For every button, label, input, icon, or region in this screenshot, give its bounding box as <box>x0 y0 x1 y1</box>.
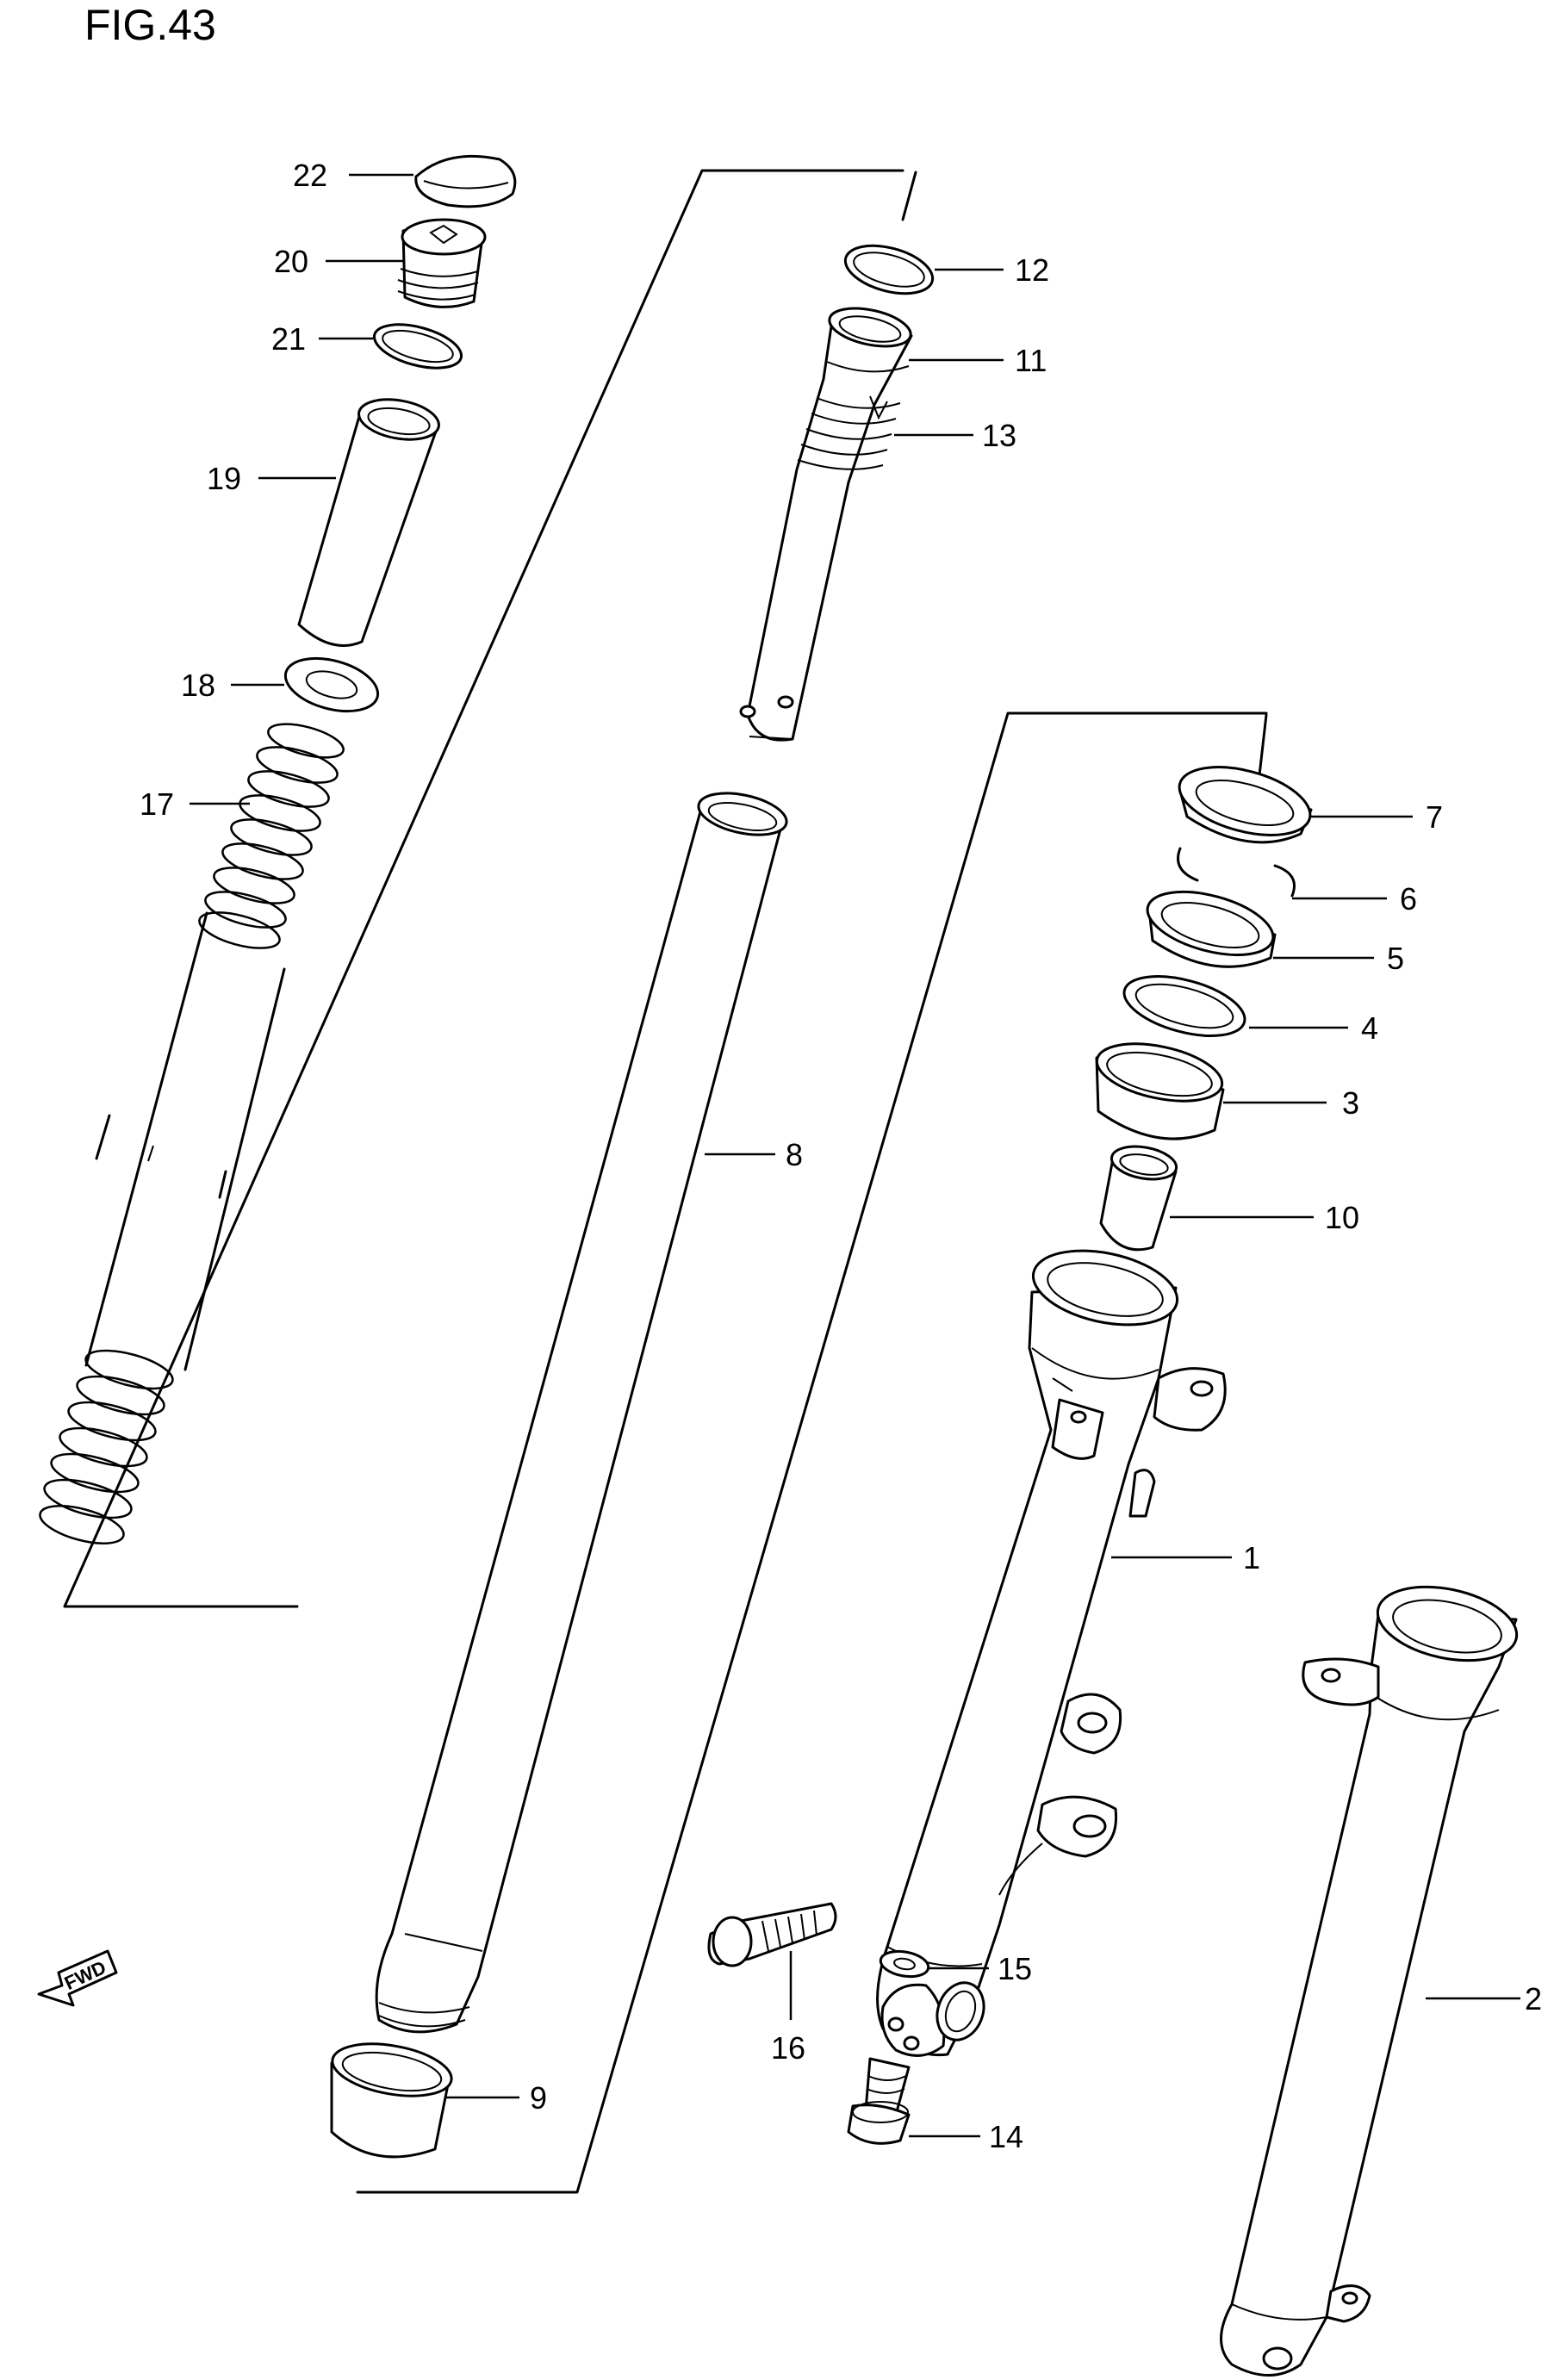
leader-lines <box>190 173 1520 2138</box>
part-16-bolt <box>707 1902 837 1967</box>
callout-20: 20 <box>274 244 308 279</box>
callout-19: 19 <box>207 461 241 496</box>
callouts: 22 20 21 19 18 17 12 11 13 7 6 5 4 3 10 … <box>140 158 1542 2154</box>
part-7-dust-seal <box>1178 766 1313 844</box>
callout-8: 8 <box>786 1137 803 1172</box>
part-4-washer <box>1122 975 1246 1037</box>
middle-bracket-frame <box>356 712 1268 2194</box>
part-11-13-damper-rod <box>739 307 913 742</box>
callout-7: 7 <box>1426 799 1443 835</box>
part-18-washer <box>283 656 380 713</box>
callout-13: 13 <box>982 418 1016 453</box>
callout-3: 3 <box>1342 1085 1359 1121</box>
part-19-spacer-tube <box>297 398 440 647</box>
callout-15: 15 <box>998 1951 1032 1986</box>
callout-12: 12 <box>1015 252 1049 288</box>
part-22-cap <box>414 154 517 208</box>
callout-16: 16 <box>771 2030 805 2066</box>
part-8-inner-tube <box>375 792 788 2034</box>
callout-10: 10 <box>1325 1200 1359 1235</box>
callout-1: 1 <box>1243 1540 1260 1575</box>
part-6-stopper-ring <box>1177 847 1296 898</box>
part-3-guide-bushing <box>1095 1042 1225 1140</box>
callout-17: 17 <box>140 786 174 822</box>
part-21-oring <box>372 323 463 370</box>
callout-6: 6 <box>1400 881 1417 917</box>
callout-14: 14 <box>989 2119 1023 2154</box>
part-10-oil-lock-piece <box>1099 1145 1178 1252</box>
part-5-oil-seal <box>1146 891 1277 968</box>
callout-2: 2 <box>1525 1981 1542 2016</box>
callout-21: 21 <box>271 321 306 357</box>
callout-5: 5 <box>1387 941 1404 976</box>
part-9-bushing <box>330 2042 453 2159</box>
part-2-outer-tube <box>1220 1585 1519 2377</box>
left-bracket-frame <box>63 169 917 1608</box>
part-1-outer-tube <box>876 1249 1227 2057</box>
callout-9: 9 <box>530 2080 547 2116</box>
fwd-arrow-icon: FWD <box>37 1949 118 2007</box>
part-17-spring <box>39 723 345 1544</box>
part-15-gasket <box>879 1949 930 1979</box>
callout-22: 22 <box>293 158 327 193</box>
part-12-oring <box>843 244 935 295</box>
callout-11: 11 <box>1015 343 1047 378</box>
callout-4: 4 <box>1361 1010 1378 1046</box>
callout-18: 18 <box>181 668 215 703</box>
part-20-bolt <box>397 218 487 308</box>
figure-title: FIG.43 <box>84 1 216 49</box>
part-14-drain-bolt <box>847 2057 911 2145</box>
